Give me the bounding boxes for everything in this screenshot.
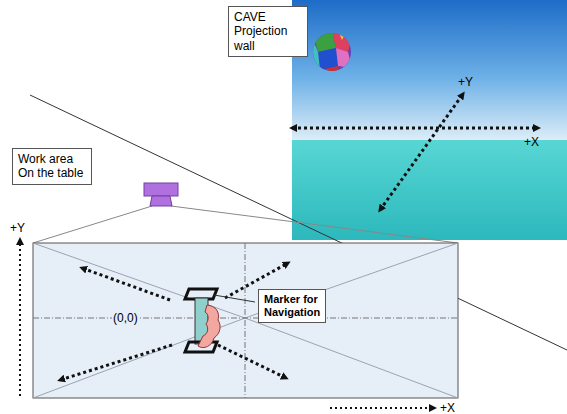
box-text: CAVE Projection wall bbox=[234, 10, 302, 53]
callout-box: Marker for Navigation bbox=[258, 289, 326, 323]
projector bbox=[33, 183, 458, 243]
caption-box: Work area On the table bbox=[12, 148, 92, 185]
box-text: Work area On the table bbox=[18, 152, 86, 181]
hand-with-marker bbox=[185, 289, 255, 352]
x-axis bbox=[330, 407, 434, 409]
axis-label: +Y bbox=[458, 76, 473, 89]
table-area bbox=[33, 243, 458, 398]
axis-label: +X bbox=[440, 402, 455, 414]
axis-label: +Y bbox=[10, 222, 25, 235]
sea-picture bbox=[292, 0, 567, 240]
axis-label: +X bbox=[524, 136, 539, 149]
origin-label: (0,0) bbox=[112, 312, 139, 325]
caption-box: CAVE Projection wall bbox=[228, 6, 308, 57]
ball bbox=[310, 30, 354, 74]
y-axis bbox=[19, 240, 21, 396]
box-text: Marker for Navigation bbox=[264, 293, 320, 319]
